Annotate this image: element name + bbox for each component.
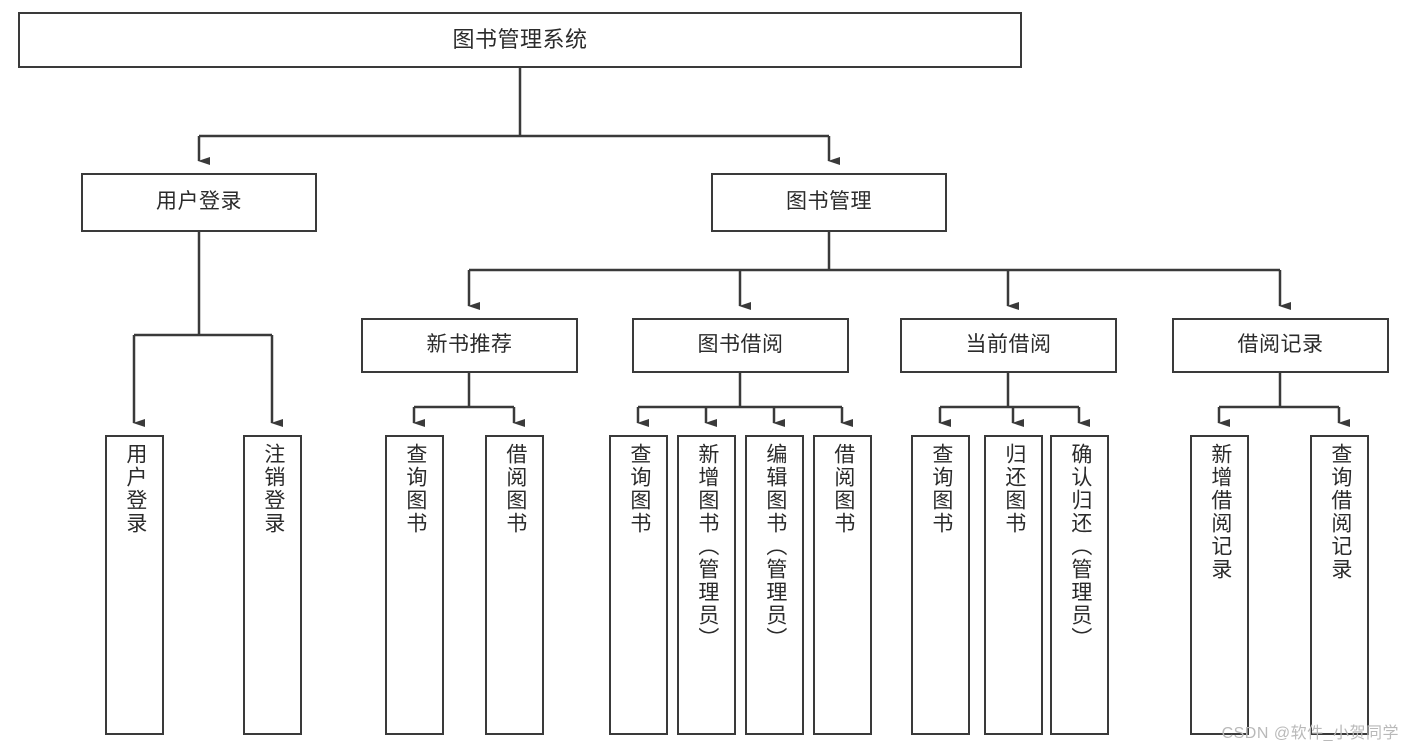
node-leaf-query-record[interactable]: 查询借阅记录 (1310, 435, 1369, 735)
node-book-borrow[interactable]: 图书借阅 (632, 318, 849, 373)
node-label: 图书管理 (786, 190, 872, 214)
node-label: 注销登录 (261, 443, 285, 535)
node-label: 新书推荐 (426, 333, 513, 357)
node-leaf-query-book-cur[interactable]: 查询图书 (911, 435, 970, 735)
node-label: 查询图书 (627, 443, 651, 535)
node-new-book-recommend[interactable]: 新书推荐 (361, 318, 578, 373)
connector-lines (132, 68, 1350, 427)
node-user-login[interactable]: 用户登录 (81, 173, 317, 232)
node-leaf-borrow-book-rec[interactable]: 借阅图书 (485, 435, 544, 735)
node-label: 新增借阅记录 (1208, 443, 1232, 581)
node-leaf-borrow-book[interactable]: 借阅图书 (813, 435, 872, 735)
node-leaf-query-book-rec[interactable]: 查询图书 (385, 435, 444, 735)
node-leaf-logout[interactable]: 注销登录 (243, 435, 302, 735)
node-label: 借阅记录 (1237, 333, 1324, 357)
node-borrow-record[interactable]: 借阅记录 (1172, 318, 1389, 373)
node-leaf-edit-book[interactable]: 编辑图书（管理员） (745, 435, 804, 735)
node-label: 查询图书 (403, 443, 427, 535)
node-label: 查询借阅记录 (1328, 443, 1352, 581)
node-leaf-add-record[interactable]: 新增借阅记录 (1190, 435, 1249, 735)
node-leaf-query-book-borrow[interactable]: 查询图书 (609, 435, 668, 735)
node-label: 借阅图书 (503, 443, 527, 535)
node-label: 用户登录 (123, 443, 147, 535)
node-label: 归还图书 (1002, 443, 1026, 535)
node-label: 用户登录 (156, 190, 242, 214)
node-label: 新增图书（管理员） (695, 443, 719, 650)
node-label: 查询图书 (929, 443, 953, 535)
node-root[interactable]: 图书管理系统 (18, 12, 1022, 68)
node-leaf-user-login[interactable]: 用户登录 (105, 435, 164, 735)
node-label: 借阅图书 (831, 443, 855, 535)
node-label: 图书借阅 (697, 333, 784, 357)
node-label: 图书管理系统 (452, 27, 588, 53)
node-label: 编辑图书（管理员） (763, 443, 787, 650)
node-leaf-add-book[interactable]: 新增图书（管理员） (677, 435, 736, 735)
node-label: 确认归还（管理员） (1068, 443, 1092, 650)
node-leaf-confirm-return[interactable]: 确认归还（管理员） (1050, 435, 1109, 735)
node-leaf-return-book[interactable]: 归还图书 (984, 435, 1043, 735)
node-book-manage[interactable]: 图书管理 (711, 173, 947, 232)
node-current-borrow[interactable]: 当前借阅 (900, 318, 1117, 373)
node-label: 当前借阅 (965, 333, 1052, 357)
